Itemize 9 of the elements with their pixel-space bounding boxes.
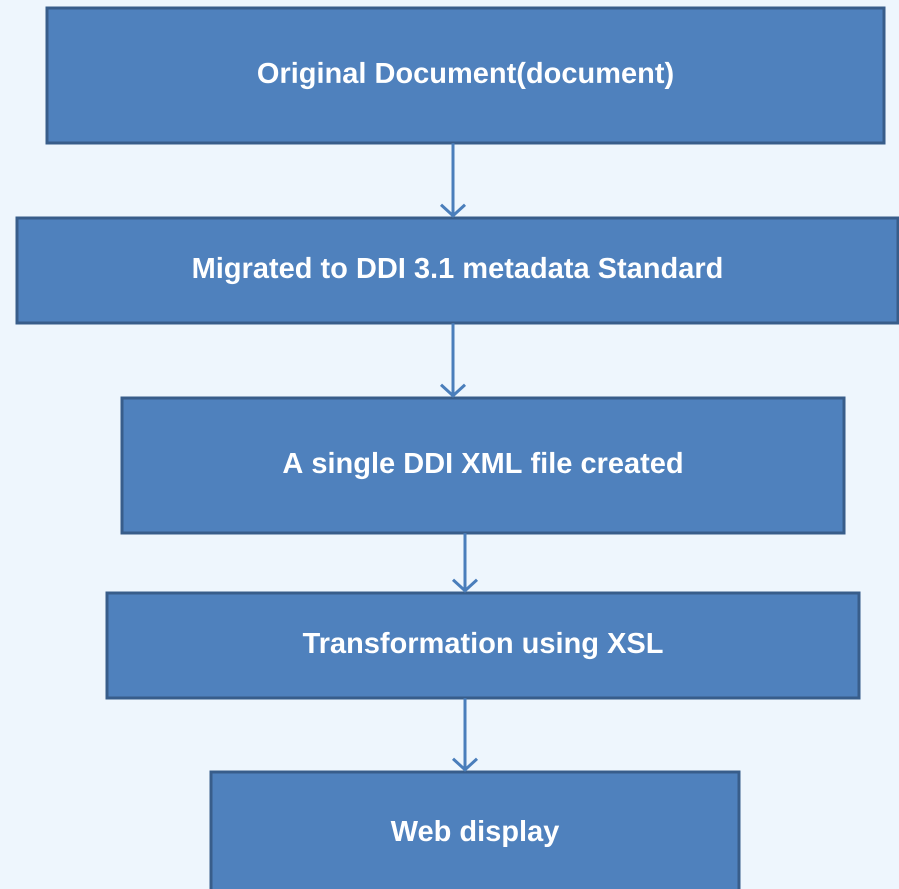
process-box: Migrated to DDI 3.1 metadata Standard bbox=[16, 216, 899, 324]
arrow bbox=[440, 143, 466, 218]
arrow bbox=[452, 533, 478, 593]
arrow bbox=[452, 698, 478, 772]
process-box: Web display bbox=[210, 770, 740, 889]
arrow bbox=[440, 323, 466, 398]
process-box: Original Document(document) bbox=[46, 6, 886, 144]
process-box: A single DDI XML file created bbox=[120, 396, 846, 534]
process-box: Transformation using XSL bbox=[106, 592, 860, 700]
